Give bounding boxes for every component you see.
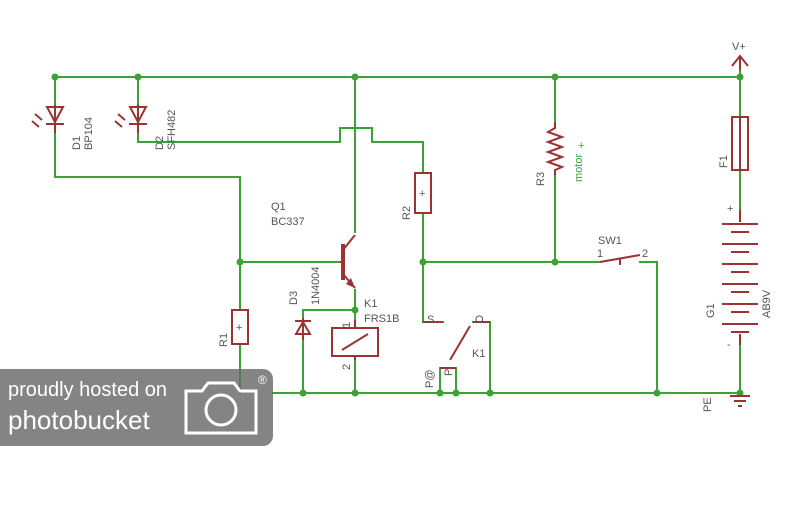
g1-ref: G1 — [705, 303, 717, 318]
resistor-r1 — [231, 309, 249, 345]
r3-ref: R3 — [535, 172, 547, 186]
r1-ref: R1 — [218, 333, 230, 347]
ground-icon — [730, 395, 750, 407]
watermark-line2: photobucket — [8, 405, 150, 435]
g1-plus: + — [727, 203, 733, 215]
g1-minus: - — [727, 339, 731, 351]
photodiode-d1 — [31, 105, 65, 133]
g1-value: AB9V — [761, 289, 773, 318]
relay-coil-k1 — [331, 320, 379, 360]
k1-contact-p: P — [443, 369, 455, 376]
fuse-f1 — [731, 116, 749, 171]
switch-sw1 — [599, 254, 641, 265]
sw1-ref: SW1 — [598, 235, 622, 247]
k1-pin1: 1 — [341, 322, 353, 328]
sw1-pin1: 1 — [597, 248, 603, 260]
supply-arrow-icon — [731, 54, 749, 70]
k1-contact-o: O — [475, 314, 484, 326]
motor-r3 — [545, 122, 565, 175]
r3-plus: + — [578, 140, 584, 152]
f1-ref: F1 — [718, 155, 730, 168]
k1-contact-s: S — [427, 314, 434, 326]
k1-coil-value: FRS1B — [364, 313, 399, 325]
d2-ref: D2 — [154, 136, 166, 150]
watermark-line1: proudly hosted on — [8, 379, 168, 401]
transistor-q1 — [340, 234, 356, 289]
camera-icon — [184, 381, 258, 435]
d3-value: 1N4004 — [310, 266, 322, 305]
q1-value: BC337 — [271, 216, 305, 228]
d1-ref: D1 — [71, 136, 83, 150]
wires — [54, 67, 741, 394]
d2-value: SFH482 — [166, 110, 178, 150]
resistor-r2 — [414, 172, 432, 214]
r3-value: motor — [573, 154, 585, 182]
k1-contact-pa: P@ — [424, 369, 436, 388]
battery-g1 — [722, 210, 758, 345]
watermark-registered-mark: ® — [258, 373, 267, 387]
diode-d3 — [294, 318, 312, 340]
relay-contacts-k1 — [423, 321, 490, 369]
k1-coil-ref: K1 — [364, 298, 377, 310]
d3-ref: D3 — [288, 291, 300, 305]
ground-label: PE — [702, 397, 714, 412]
k1-contact-ref: K1 — [472, 348, 485, 360]
led-d2 — [114, 105, 148, 133]
sw1-pin2: 2 — [642, 248, 648, 260]
supply-label: V+ — [732, 41, 746, 53]
r2-ref: R2 — [401, 206, 413, 220]
r2-plus: + — [419, 188, 425, 200]
q1-ref: Q1 — [271, 201, 286, 213]
k1-pin2: 2 — [341, 364, 353, 370]
d1-value: BP104 — [83, 117, 95, 150]
photobucket-watermark: proudly hosted on photobucket ® — [0, 369, 273, 446]
junctions — [51, 73, 744, 397]
r1-plus: + — [236, 322, 242, 334]
